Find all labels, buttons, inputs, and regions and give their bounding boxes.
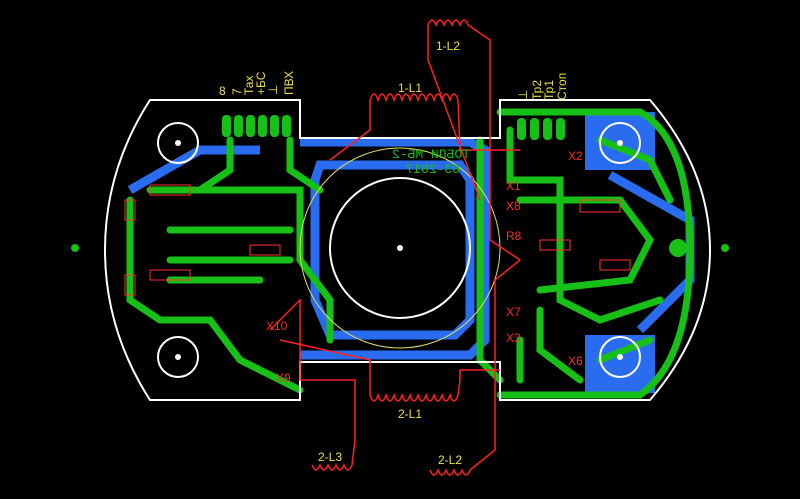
svg-text:7: 7 — [230, 88, 244, 95]
svg-text:X8: X8 — [506, 199, 521, 213]
board-outline — [103, 99, 712, 401]
svg-text:X2: X2 — [568, 149, 583, 163]
svg-text:2-L1: 2-L1 — [398, 407, 422, 421]
svg-text:2-L2: 2-L2 — [438, 453, 462, 467]
designators: X1 X2 X3 X6 X7 X8 X9 X10 R8 — [266, 149, 583, 385]
fiducial-right — [721, 244, 729, 252]
svg-text:03-2017: 03-2017 — [405, 162, 460, 177]
top-copper — [126, 108, 694, 399]
conn-label-8: 8 — [219, 84, 226, 98]
svg-text:1-L2: 1-L2 — [436, 39, 460, 53]
coil-labels: 1-L1 1-L2 2-L1 2-L2 2-L3 — [318, 39, 462, 467]
center-mark — [397, 245, 403, 251]
left-connector-labels: 7 Тах +БС ⊥ ПВХ — [230, 71, 296, 95]
pads — [222, 115, 687, 257]
svg-text:⊥: ⊥ — [516, 90, 530, 100]
mounting-holes — [157, 122, 641, 378]
svg-text:Тах: Тах — [242, 76, 256, 95]
svg-text:X1: X1 — [506, 179, 521, 193]
svg-text:Тр2: Тр2 — [530, 80, 544, 100]
svg-text:ТОБПИ МБ-2: ТОБПИ МБ-2 — [392, 147, 470, 162]
components-red — [124, 184, 631, 296]
right-connector-labels: ⊥ Тр2 Тр1 Стоп — [516, 73, 569, 100]
coil-wires — [269, 19, 521, 476]
svg-text:⊥: ⊥ — [266, 85, 280, 95]
svg-text:ПВХ: ПВХ — [282, 71, 296, 95]
svg-text:X10: X10 — [266, 319, 288, 333]
svg-text:+БС: +БС — [254, 71, 268, 95]
board-silk-mirrored: ТОБПИ МБ-2 03-2017 — [392, 147, 470, 177]
center-hole — [329, 177, 471, 319]
svg-text:1-L1: 1-L1 — [398, 81, 422, 95]
svg-text:X9: X9 — [276, 371, 291, 385]
svg-text:X3: X3 — [506, 331, 521, 345]
svg-text:X7: X7 — [506, 305, 521, 319]
keepout-circle — [299, 147, 501, 349]
svg-text:2-L3: 2-L3 — [318, 450, 342, 464]
svg-text:X6: X6 — [568, 354, 583, 368]
svg-text:Стоп: Стоп — [555, 73, 569, 100]
fiducial-left — [71, 244, 79, 252]
svg-text:R8: R8 — [506, 229, 522, 243]
svg-text:Тр1: Тр1 — [542, 80, 556, 100]
